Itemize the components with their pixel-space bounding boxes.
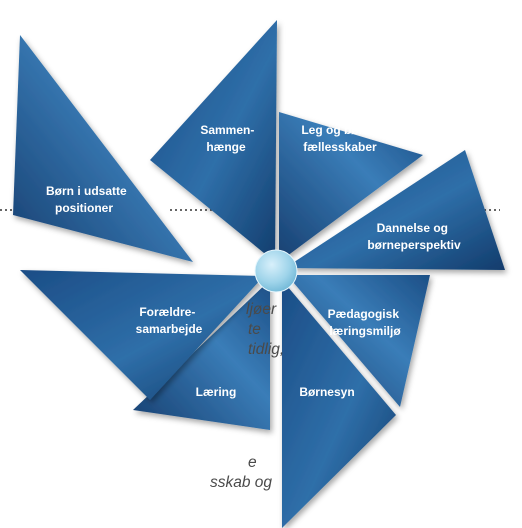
label-dannelse-line1: Dannelse og	[377, 221, 448, 235]
background-text-line-6: sskab og	[210, 474, 273, 491]
segment-sammenhaenge	[150, 20, 277, 262]
segment-leg	[279, 112, 423, 262]
label-boernesyn-line1: Børnesyn	[299, 385, 354, 399]
background-text-line-2: te	[248, 321, 261, 338]
label-paedagogisk-line2: læringsmiljø	[329, 324, 401, 338]
label-leg: Leg og børne- fællesskaber	[301, 123, 384, 154]
segment-laering	[133, 280, 270, 430]
label-leg-line1: Leg og børne-	[301, 123, 381, 137]
label-udsatte-line1: Børn i udsatte	[46, 184, 127, 198]
segment-paedagogisk	[287, 275, 430, 407]
label-boernesyn: Børnesyn	[299, 385, 354, 399]
segment-boernesyn	[282, 280, 396, 528]
label-dannelse: Dannelse og børneperspektiv	[367, 221, 461, 252]
background-text-line-5: e	[248, 454, 257, 471]
segment-dannelse	[285, 150, 505, 270]
label-leg-line2: fællesskaber	[303, 140, 377, 154]
label-paedagogisk-line1: Pædagogisk	[328, 307, 400, 321]
label-foraeldre: Forældre- samarbejde	[136, 305, 203, 336]
label-laering-line1: Læring	[196, 385, 237, 399]
label-paedagogisk: Pædagogisk læringsmiljø	[328, 307, 403, 338]
label-foraeldre-line1: Forældre-	[139, 305, 195, 319]
label-udsatte-line2: positioner	[55, 201, 113, 215]
segment-foraeldre	[20, 270, 264, 400]
label-sammenhaenge-line2: hænge	[206, 140, 246, 154]
label-sammenhaenge-line1: Sammen-	[200, 123, 254, 137]
label-sammenhaenge: Sammen- hænge	[200, 123, 257, 154]
background-text-line-1: ljøer	[246, 301, 277, 318]
segment-udsatte	[13, 35, 193, 262]
label-dannelse-line2: børneperspektiv	[367, 238, 461, 252]
label-foraeldre-line2: samarbejde	[136, 322, 203, 336]
label-laering: Læring	[196, 385, 237, 399]
label-udsatte: Børn i udsatte positioner	[46, 184, 130, 215]
background-text-line-3: tidlig,	[248, 341, 285, 358]
center-hub	[254, 249, 298, 293]
